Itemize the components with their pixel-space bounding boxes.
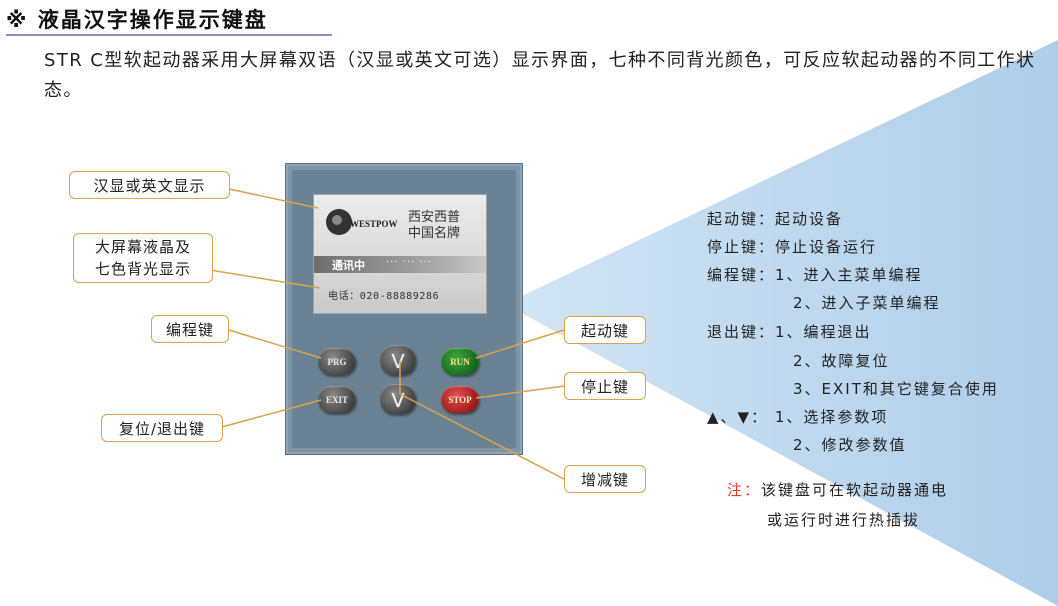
callout-lcd-backlight: 大屏幕液晶及 七色背光显示 <box>73 233 213 283</box>
note-label: 注： <box>727 481 762 499</box>
note-line1: 注：该键盘可在软起动器通电 <box>727 479 948 500</box>
page-title: ※ 液晶汉字操作显示键盘 <box>6 6 332 36</box>
down-arrow-key[interactable]: ⋁ <box>380 384 416 414</box>
up-arrow-key[interactable]: ⋁ <box>380 345 416 375</box>
note-line2: 或运行时进行热插拔 <box>767 511 921 529</box>
lcd-brand: WESTPOW <box>350 219 398 229</box>
desc-program-key-1: 编程键：1、进入主菜单编程 <box>707 266 923 284</box>
lcd-name-line2: 中国名牌 <box>408 225 461 240</box>
intro-paragraph: STR C型软起动器采用大屏幕双语（汉显或英文可选）显示界面，七种不同背光颜色，… <box>44 50 1036 101</box>
desc-program-key-2: 2、进入子菜单编程 <box>793 294 941 312</box>
brand-logo-icon <box>326 209 352 235</box>
desc-arrow-keys-2: 2、修改参数值 <box>793 436 907 454</box>
desc-exit-key-2: 2、故障复位 <box>793 352 890 370</box>
desc-exit-key-1: 退出键：1、编程退出 <box>707 323 872 341</box>
lcd-phone: 电话：020-88889286 <box>328 291 440 302</box>
callout-reset-exit-key: 复位/退出键 <box>101 414 223 442</box>
desc-arrow-keys-1: ▲、▼： 1、选择参数项 <box>707 408 889 426</box>
lcd-status-text: 通讯中 <box>332 259 365 272</box>
lcd-status-dots: ··· ··· ··· <box>386 257 432 268</box>
prg-key[interactable]: PRG <box>318 348 356 375</box>
lcd-company-name: 西安西普 中国名牌 <box>408 209 478 241</box>
callout-lcd-line2: 七色背光显示 <box>94 260 191 278</box>
lcd-name-line1: 西安西普 <box>408 209 461 224</box>
callout-inc-dec-key: 增减键 <box>564 465 646 493</box>
note-text-1: 该键盘可在软起动器通电 <box>761 481 949 499</box>
desc-stop-key: 停止键：停止设备运行 <box>707 238 878 256</box>
exit-key[interactable]: EXIT <box>318 386 356 413</box>
run-key[interactable]: RUN <box>441 348 479 375</box>
callout-lcd-line1: 大屏幕液晶及 <box>94 238 191 256</box>
lcd-screen: WESTPOW 西安西普 中国名牌 通讯中 ··· ··· ··· 电话：020… <box>313 194 487 314</box>
callout-language-display: 汉显或英文显示 <box>69 171 230 199</box>
stop-key[interactable]: STOP <box>441 386 479 413</box>
lcd-status-bar: 通讯中 ··· ··· ··· <box>314 256 486 273</box>
callout-program-key: 编程键 <box>151 315 229 343</box>
callout-stop-key: 停止键 <box>564 372 646 400</box>
desc-exit-key-3: 3、EXIT和其它键复合使用 <box>793 380 999 398</box>
desc-start-key: 起动键：起动设备 <box>707 210 844 228</box>
callout-start-key: 起动键 <box>564 316 646 344</box>
